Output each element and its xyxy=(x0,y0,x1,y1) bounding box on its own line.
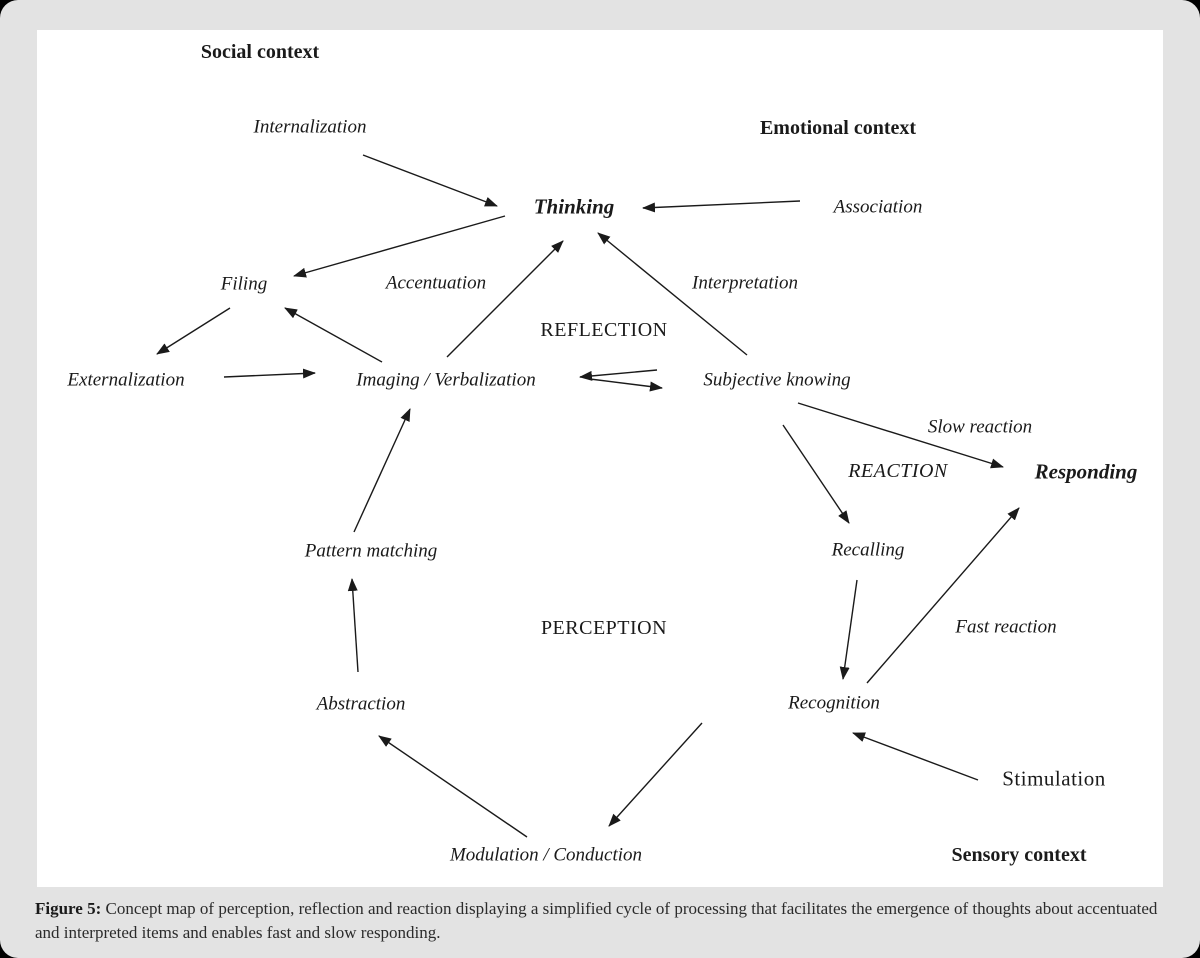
node-responding: Responding xyxy=(1034,459,1138,484)
node-modulation-conduction: Modulation / Conduction xyxy=(449,844,643,866)
node-internalization: Internalization xyxy=(253,116,367,138)
edge-label-interpretation: Interpretation xyxy=(692,272,798,294)
region-reaction: REACTION xyxy=(848,460,948,482)
node-externalization: Externalization xyxy=(67,369,185,391)
node-pattern-matching: Pattern matching xyxy=(304,540,438,562)
node-filing: Filing xyxy=(220,273,268,295)
figure-caption: Figure 5: Concept map of perception, ref… xyxy=(35,897,1167,945)
node-recognition: Recognition xyxy=(788,692,880,714)
figure-caption-prefix: Figure 5: xyxy=(35,899,102,918)
node-association: Association xyxy=(833,196,923,218)
edge-label-fast-reaction: Fast reaction xyxy=(955,616,1057,638)
diagram-panel xyxy=(37,30,1163,887)
node-thinking: Thinking xyxy=(533,194,615,219)
node-subjective-knowing: Subjective knowing xyxy=(703,369,851,391)
context-social: Social context xyxy=(200,41,320,63)
node-stimulation: Stimulation xyxy=(1002,766,1106,791)
edge-label-accentuation: Accentuation xyxy=(385,272,487,294)
edge-label-slow-reaction: Slow reaction xyxy=(927,416,1033,438)
region-reflection: REFLECTION xyxy=(540,319,668,341)
region-perception: PERCEPTION xyxy=(540,617,668,639)
context-emotional: Emotional context xyxy=(759,117,917,139)
node-recalling: Recalling xyxy=(831,539,905,561)
figure-caption-text: Concept map of perception, reflection an… xyxy=(35,899,1158,942)
node-imaging-verbalization: Imaging / Verbalization xyxy=(356,369,536,391)
context-sensory: Sensory context xyxy=(951,844,1087,866)
node-abstraction: Abstraction xyxy=(316,693,406,715)
